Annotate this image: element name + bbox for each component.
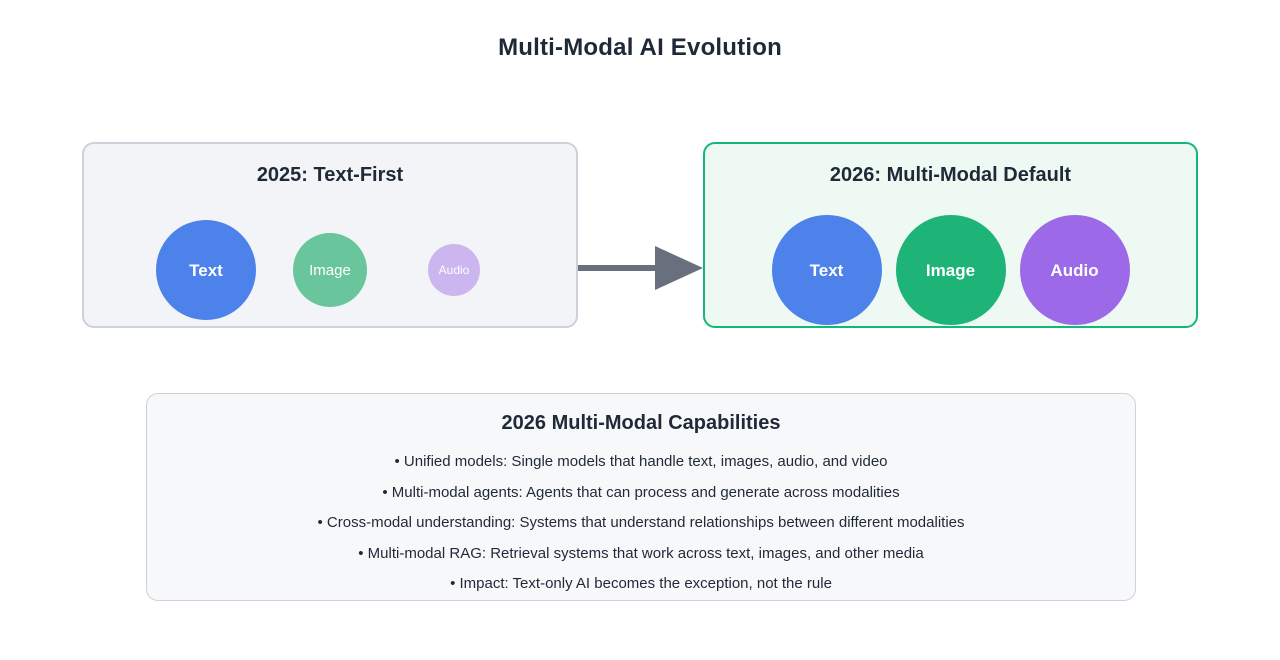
capability-bullet: • Cross-modal understanding: Systems tha…: [317, 514, 965, 532]
circle-slot: Text: [144, 194, 268, 346]
modality-circle-image: Image: [293, 233, 367, 307]
modality-circle-text: Text: [156, 220, 256, 320]
modality-circle-audio: Audio: [1019, 215, 1130, 325]
modality-circle-text: Text: [771, 215, 882, 325]
capabilities-title: 2026 Multi-Modal Capabilities: [501, 412, 781, 434]
circle-slot: Text: [765, 194, 889, 346]
panel-2026-title: 2026: Multi-Modal Default: [829, 164, 1072, 186]
circle-slot: Audio: [392, 194, 516, 346]
transition-arrow-icon: [578, 246, 703, 290]
modality-circle-audio: Audio: [428, 244, 480, 296]
panel-2025-text-first: 2025: Text-First Text Image Audio: [82, 142, 578, 328]
capabilities-list: • Unified models: Single models that han…: [147, 447, 1135, 600]
panel-capabilities: 2026 Multi-Modal Capabilities • Unified …: [146, 393, 1136, 601]
panel-2025-title: 2025: Text-First: [256, 164, 404, 186]
left-panel-circles: Text Image Audio: [84, 194, 576, 346]
capability-bullet: • Multi-modal RAG: Retrieval systems tha…: [358, 544, 924, 562]
capability-bullet: • Multi-modal agents: Agents that can pr…: [382, 483, 900, 501]
page-title: Multi-Modal AI Evolution: [498, 34, 782, 61]
capability-bullet: • Unified models: Single models that han…: [394, 453, 888, 470]
circle-slot: Image: [268, 194, 392, 346]
capability-bullet: • Impact: Text-only AI becomes the excep…: [450, 575, 832, 593]
arrow-head: [655, 246, 703, 290]
modality-circle-image: Image: [895, 215, 1006, 325]
circle-slot: Audio: [1013, 194, 1137, 346]
circle-slot: Image: [889, 194, 1013, 346]
